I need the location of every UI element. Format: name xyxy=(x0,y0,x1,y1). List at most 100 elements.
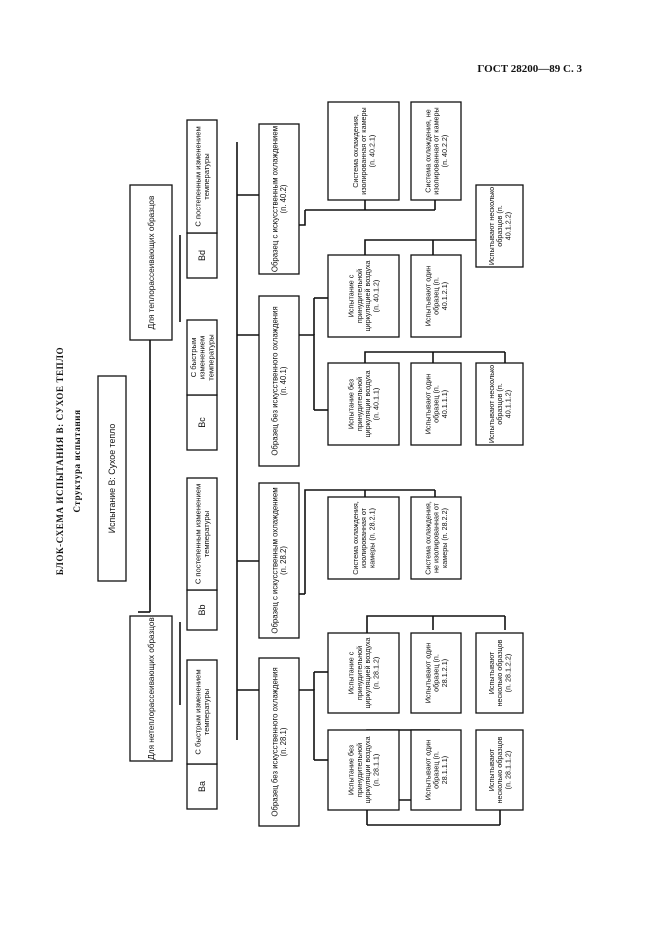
bb-label-box: С постепенным изменениемтемпературы xyxy=(186,477,218,591)
leaf-4022-box-label: Система охлаждения, неизолированная от к… xyxy=(423,107,449,194)
bc-label-box-frame xyxy=(186,319,218,396)
root-box-frame xyxy=(97,375,127,582)
leaf-28121-box: Испытывают одинобразец (п.28.1.2.1) xyxy=(410,632,462,714)
bb-code-box-label: Bb xyxy=(197,604,207,615)
ba-label-box: С быстрым изменениемтемпературы xyxy=(186,659,218,765)
leaf-40111-box-label: Испытывают одинобразец (п.40.1.1.1) xyxy=(423,374,449,435)
s401-to-4011 xyxy=(298,334,315,410)
s282-children xyxy=(304,489,435,594)
ba-label-box-frame xyxy=(186,659,218,765)
leaf-2812-box: Испытание спринудительнойциркуляцией воз… xyxy=(327,632,400,714)
bd-label-box-frame xyxy=(186,119,218,234)
leaf-28112-box-label: Испытываютнесколько образцов(п. 28.1.1.2… xyxy=(487,736,513,803)
leaf-4022-box: Система охлаждения, неизолированная от к… xyxy=(410,101,462,201)
leaf-28122-box-frame xyxy=(475,632,524,714)
heat-box: Для теплорассеивающих образцов xyxy=(129,184,173,341)
bd-code-box-frame xyxy=(186,232,218,279)
sample-402-box-label: Образец с искусственным охлаждением(п. 4… xyxy=(270,126,288,272)
sample-282-box-frame xyxy=(258,482,300,639)
leaf-4021-box: Система охлаждения,изолированная от каме… xyxy=(327,101,400,201)
leaf-4022-box-frame xyxy=(410,101,462,201)
leaf-40111-box-frame xyxy=(410,362,462,446)
leaf-2821-box: Система охлаждения,изолированная откамер… xyxy=(327,496,400,580)
sample-281-box-frame xyxy=(258,657,300,827)
sample-282-box-label: Образец с искусственным охлаждением(п. 2… xyxy=(270,487,288,633)
leaf-40122-box-label: Испытывают несколькообразцов (п.40.1.2.2… xyxy=(487,187,513,265)
heat-box-label: Для теплорассеивающих образцов xyxy=(147,196,156,330)
leaf-2812-box-frame xyxy=(327,632,400,714)
leaf-4021-box-label: Система охлаждения,изолированная от каме… xyxy=(351,107,377,194)
leaf-4012-box-frame xyxy=(327,254,400,338)
diagram-title: БЛОК-СХЕМА ИСПЫТАНИЯ В: СУХОЕ ТЕПЛО xyxy=(55,347,65,575)
leaf-40121-box: Испытывают одинобразец (п.40.1.2.1) xyxy=(410,254,462,338)
leaf-28111-box-label: Испытывают одинобразец (п.28.1.1.1) xyxy=(423,740,449,801)
standard-header: ГОСТ 28200—89 С. 3 xyxy=(477,63,582,75)
sample-282-box: Образец с искусственным охлаждением(п. 2… xyxy=(258,482,300,639)
sample-401-box-label: Образец без искусственного охлаждения(п.… xyxy=(270,306,288,455)
sample-401-box-frame xyxy=(258,295,300,467)
leaf-40111-box: Испытывают одинобразец (п.40.1.1.1) xyxy=(410,362,462,446)
root-box: Испытание В: Сухое тепло xyxy=(97,375,127,582)
sample-402-box-frame xyxy=(258,123,300,275)
leaf-40112-box-label: Испытывают несколькообразцов (п.40.1.1.2… xyxy=(487,365,513,443)
nonheat-box: Для нетеплорассеивающих образцов xyxy=(129,615,173,762)
bb-code-box: Bb xyxy=(186,589,218,631)
sample-401-box: Образец без искусственного охлаждения(п.… xyxy=(258,295,300,467)
diagram-subtitle: Структура испытания xyxy=(72,409,82,512)
leaf-2821-box-label: Система охлаждения,изолированная откамер… xyxy=(351,501,377,575)
leaf-4021-box-frame xyxy=(327,101,400,201)
leaf-4011-box-label: Испытание безпринудительнойциркуляции во… xyxy=(347,370,381,437)
bc-label-box: С быстрымизменениемтемпературы xyxy=(186,319,218,396)
leaf-40121-box-frame xyxy=(410,254,462,338)
leaf-40122-box: Испытывают несколькообразцов (п.40.1.2.2… xyxy=(475,184,524,268)
leaf-28112-box: Испытываютнесколько образцов(п. 28.1.1.2… xyxy=(475,729,524,811)
root-box-label: Испытание В: Сухое тепло xyxy=(107,424,117,534)
bc-code-box-frame xyxy=(186,394,218,451)
leaf-28121-box-frame xyxy=(410,632,462,714)
ba-code-box-label: Ba xyxy=(197,781,207,792)
sample-281-box-label: Образец без искусственного охлаждения(п.… xyxy=(270,667,288,816)
leaf-28111-box-frame xyxy=(410,729,462,811)
leaf-2811-box-frame xyxy=(327,729,400,811)
nonheat-box-label: Для нетеплорассеивающих образцов xyxy=(147,617,156,759)
bb-label-box-label: С постепенным изменениемтемпературы xyxy=(193,484,211,584)
leaf-28122-box: Испытываютнесколько образцов(п. 28.1.2.2… xyxy=(475,632,524,714)
leaf-2811-box-label: Испытание безпринудительнойциркуляции во… xyxy=(347,736,381,803)
s281-to-2811 xyxy=(298,689,315,760)
leaf-28111-box: Испытывают одинобразец (п.28.1.1.1) xyxy=(410,729,462,811)
leaf-2822-box-label: Система охлаждения,не изолированная отка… xyxy=(423,501,449,575)
sample-281-box: Образец без искусственного охлаждения(п.… xyxy=(258,657,300,827)
bc-code-box: Bc xyxy=(186,394,218,451)
leaf-2821-box-frame xyxy=(327,496,400,580)
ba-code-box: Ba xyxy=(186,763,218,810)
leaf-2811-box: Испытание безпринудительнойциркуляции во… xyxy=(327,729,400,811)
leaf-28122-box-label: Испытываютнесколько образцов(п. 28.1.2.2… xyxy=(487,639,513,706)
sample-402-box: Образец с искусственным охлаждением(п. 4… xyxy=(258,123,300,275)
leaf-4012-box-label: Испытание спринудительнойциркуляцией воз… xyxy=(347,260,381,331)
leaf-4011-box-frame xyxy=(327,362,400,446)
heat-box-frame xyxy=(129,184,173,341)
bd-label-box: С постепенным изменениемтемпературы xyxy=(186,119,218,234)
bd-label-box-label: С постепенным изменениемтемпературы xyxy=(193,126,211,226)
leaf-40112-box: Испытывают несколькообразцов (п.40.1.1.2… xyxy=(475,362,524,446)
ba-label-box-label: С быстрым изменениемтемпературы xyxy=(193,669,211,754)
leaf-28121-box-label: Испытывают одинобразец (п.28.1.2.1) xyxy=(423,643,449,704)
nonheat-box-frame xyxy=(129,615,173,762)
bd-code-box: Bd xyxy=(186,232,218,279)
leaf-4012-box: Испытание спринудительнойциркуляцией воз… xyxy=(327,254,400,338)
bb-label-box-frame xyxy=(186,477,218,591)
leaf-40122-box-frame xyxy=(475,184,524,268)
leaf-2812-box-label: Испытание спринудительнойциркуляцией воз… xyxy=(347,637,381,708)
s402-stem xyxy=(298,210,306,226)
leaf-4011-box: Испытание безпринудительнойциркуляции во… xyxy=(327,362,400,446)
bc-label-box-label: С быстрымизменениемтемпературы xyxy=(189,334,215,380)
l4012-children xyxy=(364,239,505,255)
bd-code-box-label: Bd xyxy=(197,250,207,261)
bc-code-box-label: Bc xyxy=(197,417,207,428)
leaf-40121-box-label: Испытывают одинобразец (п.40.1.2.1) xyxy=(423,266,449,327)
leaf-40112-box-frame xyxy=(475,362,524,446)
ba-code-box-frame xyxy=(186,763,218,810)
leaf-28112-box-frame xyxy=(475,729,524,811)
leaf-2822-box: Система охлаждения,не изолированная отка… xyxy=(410,496,462,580)
